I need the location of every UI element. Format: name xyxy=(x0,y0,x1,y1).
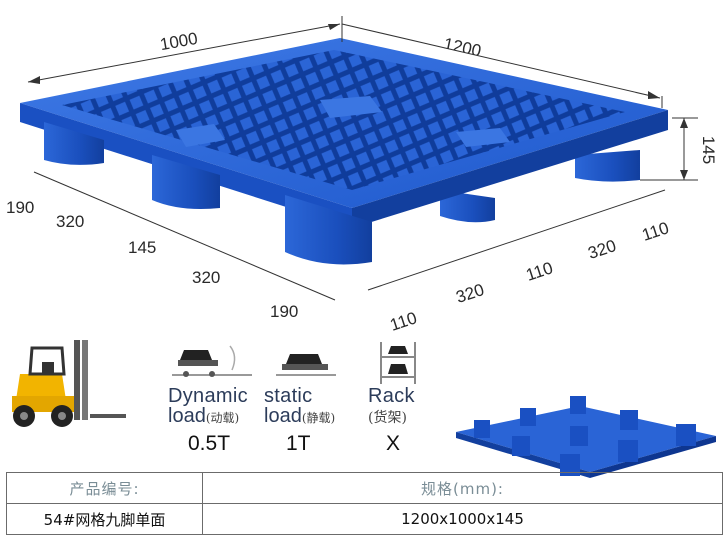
left-dim-4: 320 xyxy=(192,268,221,287)
left-dim-2: 320 xyxy=(56,212,85,231)
static-load-sub: load xyxy=(264,405,302,427)
forklift-image xyxy=(12,340,126,427)
dynamic-load-icon xyxy=(172,345,252,377)
static-load-value: 1T xyxy=(286,432,311,455)
static-load-cn: (静载) xyxy=(301,411,336,425)
spec-table-header: 产品编号: 规格(mm): xyxy=(6,472,723,504)
rack-cn: (货架) xyxy=(368,410,407,426)
rack-title: Rack xyxy=(368,385,415,407)
pallet-bottom-view-image xyxy=(456,396,716,478)
static-load-label: static load(静载) xyxy=(264,386,335,429)
dimension-lines xyxy=(27,16,698,301)
dynamic-load-title: Dynamic xyxy=(168,385,248,407)
dynamic-load-label: Dynamic load(动载) xyxy=(168,386,248,429)
dynamic-load-value: 0.5T xyxy=(188,432,231,455)
pallet-deck xyxy=(20,38,668,228)
dimension-height-label: 145 xyxy=(699,135,719,165)
left-dim-1: 190 xyxy=(6,198,35,217)
spec-cell: 1200x1000x145 xyxy=(202,503,723,535)
left-dim-3: 145 xyxy=(128,238,157,257)
rack-load-value: X xyxy=(386,432,401,455)
spec-header: 规格(mm): xyxy=(202,472,723,504)
rack-label: Rack (货架) xyxy=(368,386,415,429)
static-load-title: static xyxy=(264,385,313,407)
dynamic-load-cn: (动载) xyxy=(205,411,240,425)
pallet-legs-back xyxy=(440,150,640,223)
pallet-legs-front xyxy=(44,122,372,265)
dynamic-load-sub: load xyxy=(168,405,206,427)
spec-table: 产品编号: 规格(mm): 54#网格九脚单面 1200x1000x145 xyxy=(6,472,723,535)
rack-icon xyxy=(380,342,416,384)
product-code-header: 产品编号: xyxy=(6,472,203,504)
left-dim-5: 190 xyxy=(270,302,299,321)
spec-table-row: 54#网格九脚单面 1200x1000x145 xyxy=(6,503,723,535)
pallet-diagram xyxy=(20,16,698,301)
product-code-cell: 54#网格九脚单面 xyxy=(6,503,203,535)
dimension-arrows xyxy=(28,24,688,180)
static-load-icon xyxy=(276,354,336,376)
